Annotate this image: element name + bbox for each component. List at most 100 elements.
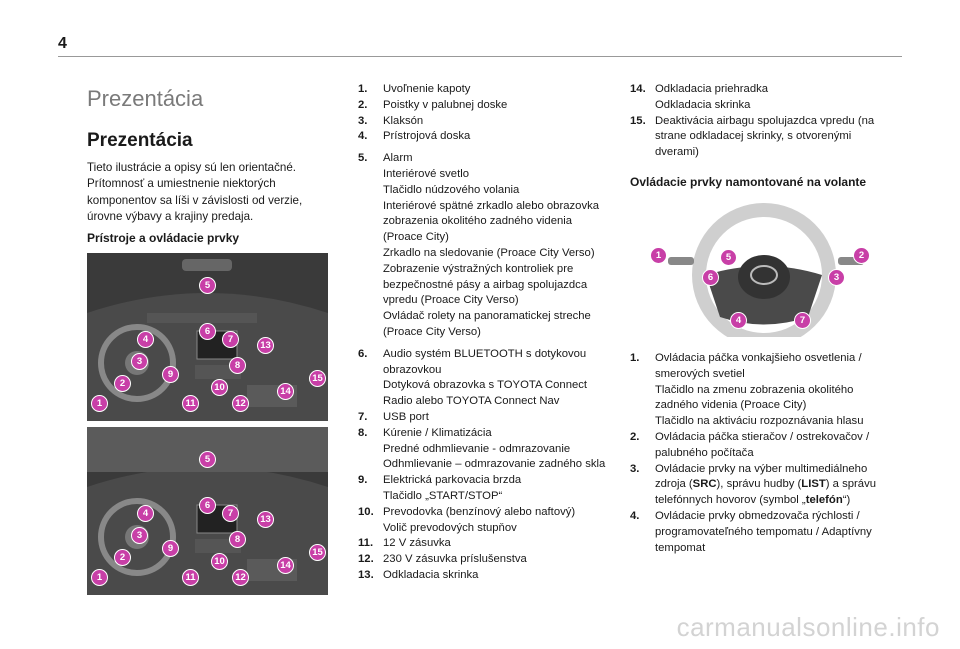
list-gap — [358, 584, 608, 590]
callout-10: 10 — [211, 553, 228, 571]
item-number: 1. — [358, 83, 368, 95]
item-text: Audio systém BLUETOOTH s dotykovou obraz… — [383, 347, 608, 410]
callout-14: 14 — [277, 557, 294, 575]
list-item: 1. Uvoľnenie kapoty — [358, 82, 608, 98]
item-text: USB port — [383, 410, 608, 426]
list-item: 10.Prevodovka (benzínový alebo naftový)V… — [358, 505, 608, 537]
item-number: 4. — [630, 509, 640, 522]
callout-6: 6 — [199, 497, 216, 515]
item-text-run: Ovládacie prvky na výber multimediálneho… — [655, 462, 868, 491]
list-item: 1.Ovládacia páčka vonkajšieho osvetlenia… — [630, 351, 890, 430]
item-line: Tlačidlo „START/STOP“ — [383, 489, 503, 502]
list-item: 15. Deaktivácia airbagu spolujazdca vpred… — [630, 114, 890, 161]
right-list-bottom: 1.Ovládacia páčka vonkajšieho osvetlenia… — [630, 351, 890, 556]
item-line: Odkladacia skrinka — [655, 98, 751, 111]
callout-15: 15 — [309, 370, 326, 388]
item-text: Ovládacia páčka stieračov / ostrekovačov… — [655, 430, 890, 462]
item-line: Elektrická parkovacia brzda — [383, 474, 522, 487]
list-item: 13. Odkladacia skrinka — [358, 568, 608, 584]
wheel-callout-5: 5 — [720, 248, 737, 266]
item-text: Poistky v palubnej doske — [383, 98, 608, 114]
item-line: Tlačidlo na aktiváciu rozpoznávania hlas… — [655, 415, 864, 428]
item-line: Klaksón — [383, 114, 424, 127]
item-number: 15. — [630, 114, 646, 127]
item-text-run: telefón — [805, 494, 843, 507]
section-title: Prezentácia — [87, 130, 193, 151]
item-line: Odkladacia skrinka — [383, 568, 479, 581]
list-item: 3. Ovládacie prvky na výber multimediálne… — [630, 462, 890, 509]
item-text-run: SRC — [692, 478, 717, 491]
item-number: 6. — [358, 347, 368, 360]
left-column: Prezentácia Prezentácia Tieto ilustrácie… — [87, 82, 335, 601]
list-item: 4.Prístrojová doska — [358, 129, 608, 145]
callout-9: 9 — [162, 366, 179, 384]
item-line: Ovládacia páčka vonkajšieho osvetlenia /… — [655, 351, 862, 380]
list-item: 4. Ovládacie prvky obmedzovača rýchlosti … — [630, 509, 890, 556]
item-line: Tlačidlo núdzového volania — [383, 183, 520, 196]
item-line: Tlačidlo na zmenu zobrazenia okolitého z… — [655, 383, 854, 412]
wheel-callout-6: 6 — [702, 268, 719, 286]
callout-5: 5 — [199, 277, 216, 295]
item-number: 12. — [358, 553, 374, 566]
callout-4: 4 — [137, 505, 154, 523]
callout-10: 10 — [211, 379, 228, 397]
callout-8: 8 — [229, 357, 246, 375]
wheel-callout-1: 1 — [650, 246, 667, 264]
callout-2: 2 — [114, 549, 131, 567]
callout-8: 8 — [229, 531, 246, 549]
item-text-run: ), správu hudby ( — [716, 478, 802, 491]
page-number: 4 — [58, 35, 67, 52]
item-number: 9. — [358, 474, 368, 487]
item-text: Deaktivácia airbagu spolujazdca vpredu (… — [655, 114, 890, 161]
item-number: 7. — [358, 410, 368, 423]
item-text: Prevodovka (benzínový alebo naftový)Voli… — [383, 505, 608, 537]
item-line: 230 V zásuvka príslušenstva — [383, 553, 527, 566]
item-number: 11. — [358, 537, 374, 550]
intro-text: Tieto ilustrácie a opisy sú len orientač… — [87, 161, 303, 223]
middle-column: 1. Uvoľnenie kapoty 2. Poistky v palubnej d… — [358, 82, 608, 590]
item-line: Zrkadlo na sledovanie (Proace City Verso… — [383, 246, 595, 259]
callout-12: 12 — [232, 569, 249, 587]
callout-1: 1 — [91, 569, 108, 587]
item-text: Odkladacia skrinka — [383, 568, 608, 584]
item-text: Ovládacie prvky na výber multimediálneho… — [655, 462, 890, 509]
item-line: Odkladacia priehradka — [655, 83, 769, 95]
item-text: Ovládacie prvky obmedzovača rýchlosti / … — [655, 509, 890, 556]
callout-11: 11 — [182, 395, 199, 413]
list-item: 12. 230 V zásuvka príslušenstva — [358, 552, 608, 568]
item-line: 12 V zásuvka — [383, 537, 451, 550]
item-line: Volič prevodových stupňov — [383, 521, 517, 534]
list-item: 2. Ovládacia páčka stieračov / ostrekovač… — [630, 430, 890, 462]
item-number: 5. — [358, 152, 368, 165]
callout-7: 7 — [222, 505, 239, 523]
item-line: Ovládač rolety na panoramatickej streche… — [383, 310, 591, 338]
subheading: Prístroje a ovládacie prvky — [87, 231, 240, 246]
item-number: 2. — [358, 98, 368, 111]
item-text-run: “) — [842, 494, 851, 507]
item-line: Kúrenie / Klimatizácia — [383, 426, 492, 439]
item-number: 2. — [630, 430, 640, 443]
chapter-title: Prezentácia — [87, 86, 204, 111]
item-line: Zobrazenie výstražných kontroliek pre be… — [383, 262, 588, 307]
item-number: 3. — [630, 462, 640, 475]
item-line: USB port — [383, 410, 429, 423]
item-line: Prístrojová doska — [383, 130, 471, 143]
callout-6: 6 — [199, 323, 216, 341]
callout-14: 14 — [277, 383, 294, 401]
wheel-callout-3: 3 — [828, 268, 845, 286]
item-number: 13. — [358, 568, 374, 581]
callout-15: 15 — [309, 544, 326, 562]
item-line: Interiérové svetlo — [383, 167, 470, 180]
item-text: Uvoľnenie kapoty — [383, 82, 608, 98]
callout-7: 7 — [222, 331, 239, 349]
callout-3: 3 — [131, 353, 148, 371]
